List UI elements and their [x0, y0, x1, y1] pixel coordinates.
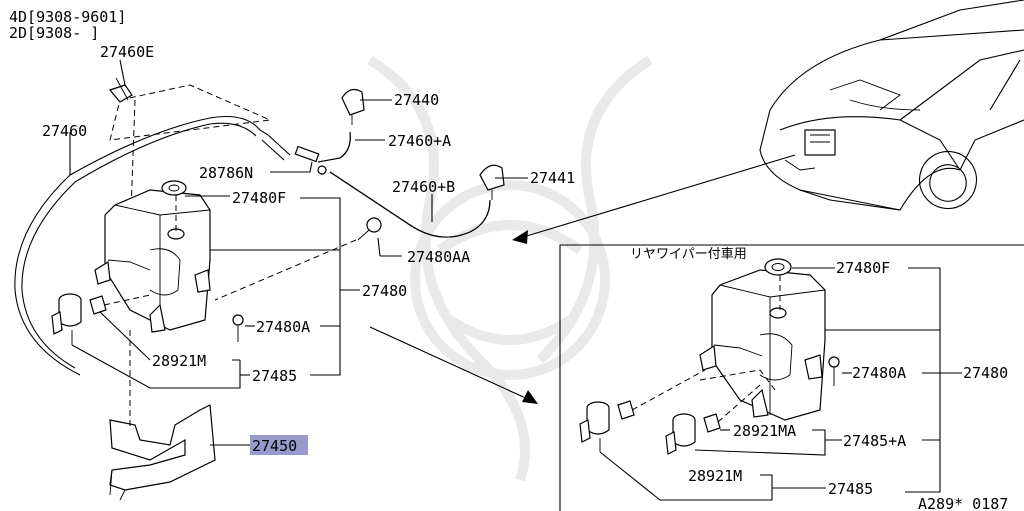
car-illustration — [759, 0, 1024, 211]
inset-frame — [559, 244, 1024, 511]
nozzle-27440 — [341, 88, 365, 125]
cap-27480f-left — [161, 180, 187, 196]
label-27460b: 27460+B — [392, 178, 455, 196]
label-27480aa: 27480AA — [407, 248, 470, 266]
label-27440: 27440 — [394, 91, 439, 109]
label-28921m-left: 28921M — [152, 352, 206, 370]
cap-27480f-right — [764, 258, 792, 276]
hose-27460 — [14, 115, 291, 376]
pump-right-2 — [665, 413, 696, 455]
label-27450[interactable]: 27450 — [252, 437, 297, 455]
label-27480a-left: 27480A — [256, 318, 310, 336]
arrow-to-main — [512, 154, 796, 244]
screw-27480aa — [357, 217, 382, 241]
highlight-27450 — [250, 435, 308, 455]
grommet-left — [89, 295, 107, 315]
washer-tank-left — [94, 189, 211, 333]
pump-right-1 — [579, 401, 610, 452]
label-27460e: 27460E — [100, 43, 154, 61]
header-line-1: 4D[9308-9601] — [9, 8, 126, 26]
hose-27460a — [317, 131, 351, 163]
grommet-right-2 — [703, 413, 721, 433]
label-27441: 27441 — [530, 169, 575, 187]
label-27480-right: 27480 — [963, 364, 1008, 382]
pump-left — [51, 293, 82, 345]
connector-28786n — [294, 145, 327, 175]
clip-27460e — [108, 77, 133, 103]
label-28921m-right: 28921M — [688, 467, 742, 485]
leader-lines-right — [599, 267, 962, 501]
label-27485-right: 27485 — [828, 480, 873, 498]
grommet-right-1 — [617, 400, 635, 420]
leader-lines-left — [69, 59, 528, 446]
bolt-27480a-left — [232, 314, 244, 342]
reference-code: A289* 0187 — [918, 495, 1008, 511]
watermark-emblem — [367, 55, 653, 482]
label-28786n: 28786N — [199, 164, 253, 182]
label-27480f-left: 27480F — [232, 189, 286, 207]
label-27485a: 27485+A — [843, 432, 906, 450]
bolt-27480a-right — [828, 356, 840, 386]
label-28921ma: 28921MA — [733, 422, 796, 440]
nozzle-27441 — [479, 164, 505, 200]
dashed-guide-top — [109, 84, 272, 141]
washer-tank-right — [699, 269, 826, 421]
bracket-27450 — [109, 404, 216, 501]
label-27460a: 27460+A — [388, 132, 451, 150]
arrow-to-inset — [369, 326, 538, 404]
inset-title: リヤワイパー付車用 — [630, 247, 747, 262]
header-line-2: 2D[9308- ] — [9, 24, 99, 42]
label-27480-left: 27480 — [362, 282, 407, 300]
label-27480f-right: 27480F — [836, 259, 890, 277]
label-27460: 27460 — [42, 122, 87, 140]
label-27480a-right: 27480A — [852, 364, 906, 382]
label-27485-left: 27485 — [252, 367, 297, 385]
